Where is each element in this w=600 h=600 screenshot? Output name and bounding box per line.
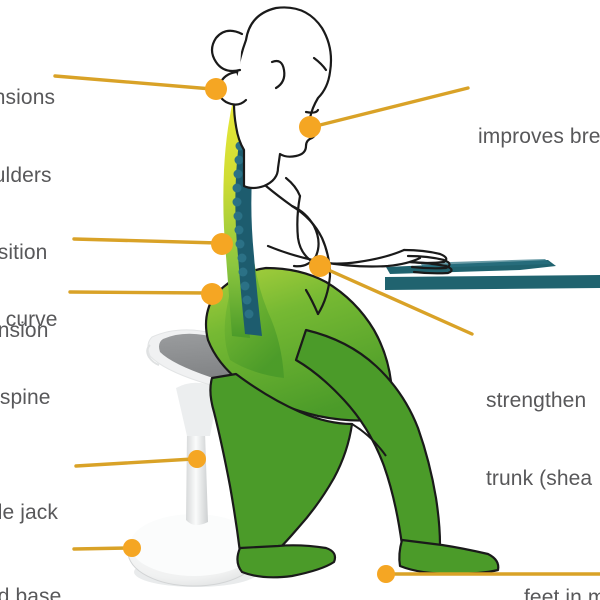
waist-contour <box>304 288 320 316</box>
callout-label-strengthens-trunk-line1: strengthen <box>486 389 587 412</box>
front-foot <box>398 538 500 576</box>
callout-label-position-extension: osition ension <box>0 188 48 396</box>
callout-label-tension-shoulders: ensions oulders <box>0 33 55 241</box>
forearm-lower-contour <box>266 244 422 268</box>
leader-line-improves-breathing <box>314 86 470 128</box>
ear <box>270 59 286 90</box>
callout-leaders <box>53 74 600 576</box>
callout-label-improves-breathing: improves bre <box>478 72 600 202</box>
back-leg <box>209 372 354 554</box>
callout-label-feet-in-motion: feet in m promote <box>524 533 600 600</box>
keyboard-keys-area <box>420 259 551 268</box>
lip-line <box>304 108 320 114</box>
hair-bun <box>210 29 244 73</box>
callout-dot-position-extension <box>211 233 233 255</box>
callout-dot-tension-shoulders <box>205 78 227 100</box>
head-profile <box>232 6 333 190</box>
desk-and-keyboard <box>385 259 600 290</box>
callout-label-strengthens-trunk: strengthen trunk (shea <box>486 336 592 544</box>
brow-line <box>312 56 328 72</box>
callout-label-position-extension-line2: ension <box>0 319 49 342</box>
callout-dot-strengthens-trunk <box>309 255 331 277</box>
callout-label-rounded-base-mobile: ed base mobile <box>0 532 61 600</box>
callout-label-tension-shoulders-line1: ensions <box>0 86 56 109</box>
stool-seat-support <box>176 382 219 436</box>
seated-human-figure-lower-green <box>204 266 500 579</box>
seated-human-figure-upper-outline <box>210 6 453 316</box>
callout-label-position-extension-line1: osition <box>0 241 48 264</box>
knee-contour-line <box>351 423 387 457</box>
chest-curve <box>290 204 320 268</box>
callout-label-curve-of-spine-line1: e curve <box>5 308 58 331</box>
callout-label-improves-breathing-line1: improves bre <box>478 125 600 148</box>
shoulder-line <box>284 176 302 198</box>
callout-label-strengthens-trunk-line2: trunk (shea <box>486 467 593 490</box>
callout-dots <box>123 78 395 583</box>
callout-dot-feet-in-motion <box>377 565 395 583</box>
hand-finger-2 <box>406 254 451 270</box>
callout-label-adjustable-jack: ble jack <box>0 448 58 578</box>
stool-seat-notch <box>146 344 160 366</box>
callout-label-curve-of-spine: e curve f spine <box>0 255 58 463</box>
callout-label-curve-of-spine-line2: f spine <box>0 386 51 409</box>
hand-finger-3 <box>408 260 453 275</box>
stool-adjustable-jack <box>186 432 208 526</box>
front-thigh <box>294 328 442 547</box>
callout-dot-improves-breathing <box>299 116 321 138</box>
stool-base-top <box>130 514 258 576</box>
leader-line-rounded-base <box>72 546 130 551</box>
leader-line-tension-shoulders <box>53 74 214 91</box>
callout-dot-rounded-base <box>123 539 141 557</box>
spine-highlight <box>223 84 284 378</box>
upper-arm-contour <box>296 194 406 265</box>
callout-dot-curve-of-spine <box>201 283 223 305</box>
callout-label-tension-shoulders-line2: oulders <box>0 164 52 187</box>
vertebrae-segments <box>232 141 254 319</box>
leader-line-strengthens-trunk <box>322 266 474 336</box>
callout-label-adjustable-jack-line1: ble jack <box>0 501 59 524</box>
callout-label-rounded-base-mobile-line1: ed base <box>0 585 62 600</box>
back-foot <box>236 544 337 579</box>
leader-line-adjustable-jack <box>74 457 195 468</box>
callout-dot-adjustable-jack <box>188 450 206 468</box>
leader-line-curve-of-spine <box>68 290 210 295</box>
callout-label-feet-in-motion-line1: feet in m <box>524 586 600 600</box>
front-torso-contour <box>264 184 332 316</box>
desk-surface <box>385 275 600 290</box>
leader-line-position-extension <box>72 237 220 245</box>
